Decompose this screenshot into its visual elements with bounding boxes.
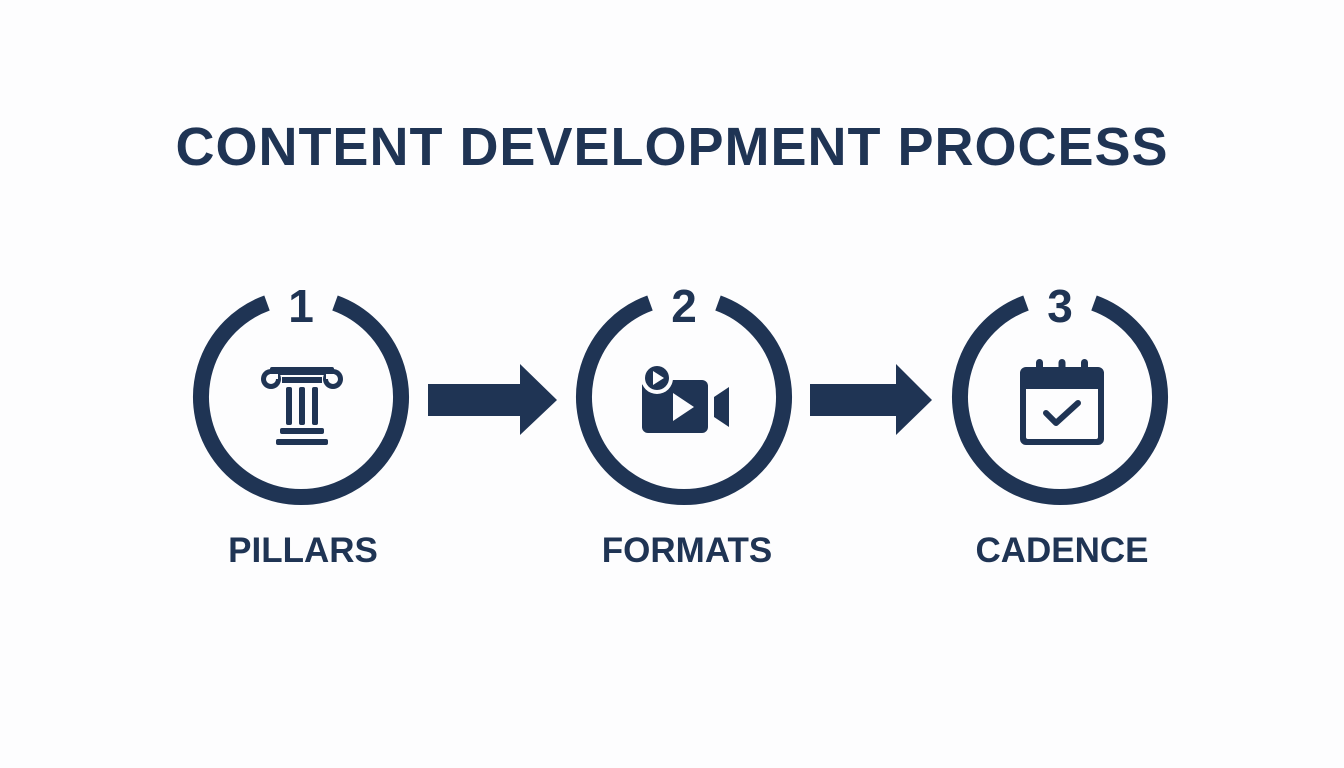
step-ring <box>193 295 409 506</box>
step-label: CADENCE <box>975 531 1149 570</box>
arrow-right-icon <box>810 364 932 435</box>
pillar-column-icon <box>261 367 343 445</box>
step-number: 1 <box>288 280 314 332</box>
arrow-right-icon <box>428 364 557 435</box>
step-label: PILLARS <box>228 531 378 570</box>
step-ring <box>952 295 1168 506</box>
step-number: 2 <box>671 280 697 332</box>
step-1: 1 <box>181 281 421 589</box>
step-ring <box>576 295 792 506</box>
calendar-check-icon <box>1020 359 1104 445</box>
step-number: 3 <box>1047 280 1073 332</box>
diagram-title: CONTENT DEVELOPMENT PROCESS <box>175 117 1169 177</box>
step-3: 3 <box>940 281 1180 589</box>
step-2: 2 <box>564 281 804 589</box>
step-label: FORMATS <box>601 531 773 570</box>
video-camera-play-icon <box>641 363 729 433</box>
